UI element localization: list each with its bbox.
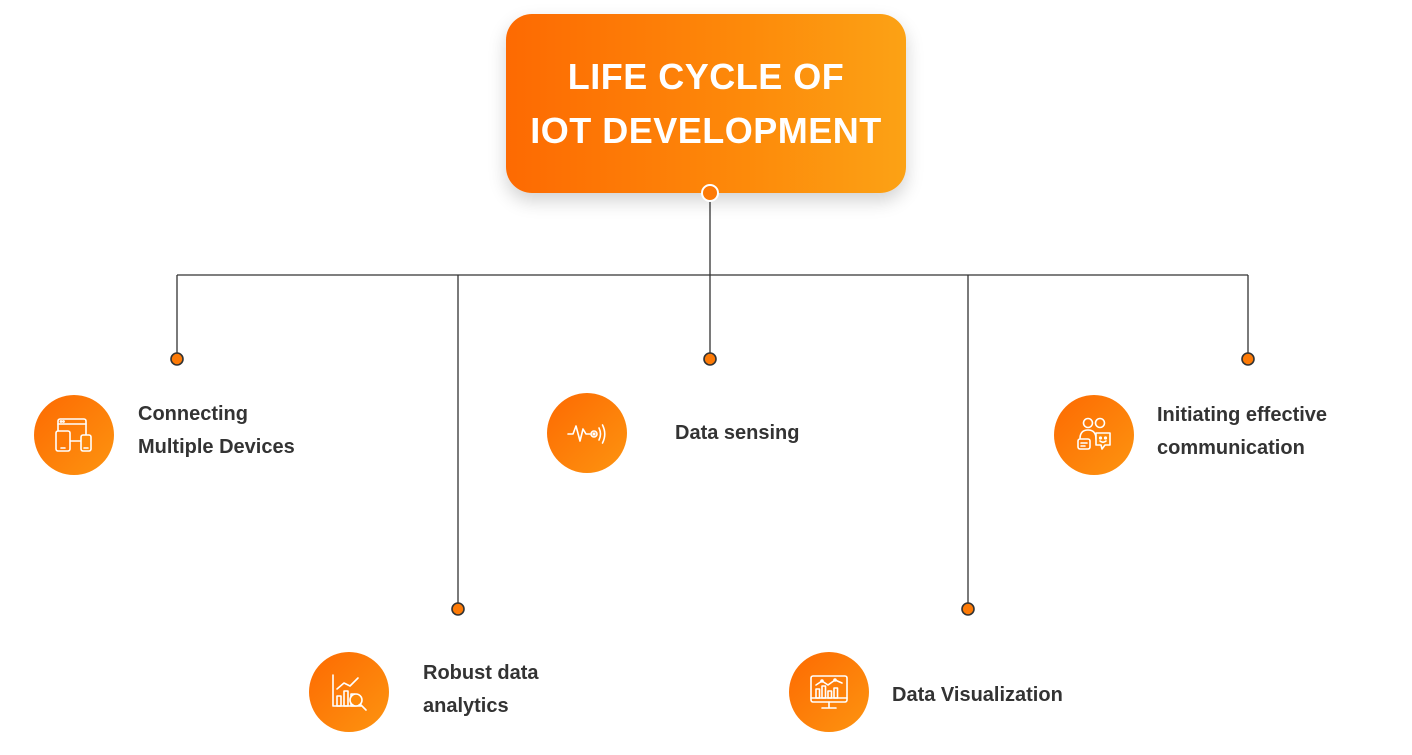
connector-dot (1241, 352, 1255, 366)
item-label-communication: Initiating effective communication (1157, 399, 1327, 465)
title-line-1: LIFE CYCLE OF (567, 55, 845, 97)
devices-icon-badge (34, 395, 114, 475)
monitor-chart-icon-badge (789, 652, 869, 732)
item-label-line: communication (1157, 437, 1305, 459)
sensor-icon (567, 424, 606, 444)
devices-icon (55, 418, 92, 452)
communication-icon (1077, 417, 1111, 450)
analytics-icon (332, 674, 367, 711)
connector-dot (961, 602, 975, 616)
connector-dot (170, 352, 184, 366)
connector-dot (703, 352, 717, 366)
connector-dot (451, 602, 465, 616)
item-label-line: analytics (423, 695, 509, 717)
item-label-connecting: Connecting Multiple Devices (138, 398, 295, 464)
item-label-sensing: Data sensing (675, 417, 799, 450)
communication-icon-badge (1054, 395, 1134, 475)
item-label-line: Data Visualization (892, 684, 1063, 706)
item-label-analytics: Robust data analytics (423, 657, 539, 723)
item-label-line: Multiple Devices (138, 436, 295, 458)
item-label-line: Initiating effective (1157, 404, 1328, 426)
item-label-line: Connecting (138, 403, 248, 425)
title-anchor-dot (701, 184, 719, 202)
sensor-icon-badge (547, 393, 627, 473)
title-line-2: IOT DEVELOPMENT (530, 109, 882, 151)
title-box: LIFE CYCLE OF IOT DEVELOPMENT (506, 14, 906, 193)
item-label-visualization: Data Visualization (892, 679, 1063, 712)
monitor-chart-icon (810, 675, 848, 709)
item-label-line: Data sensing (675, 422, 800, 444)
item-label-line: Robust data (423, 662, 539, 684)
analytics-icon-badge (309, 652, 389, 732)
